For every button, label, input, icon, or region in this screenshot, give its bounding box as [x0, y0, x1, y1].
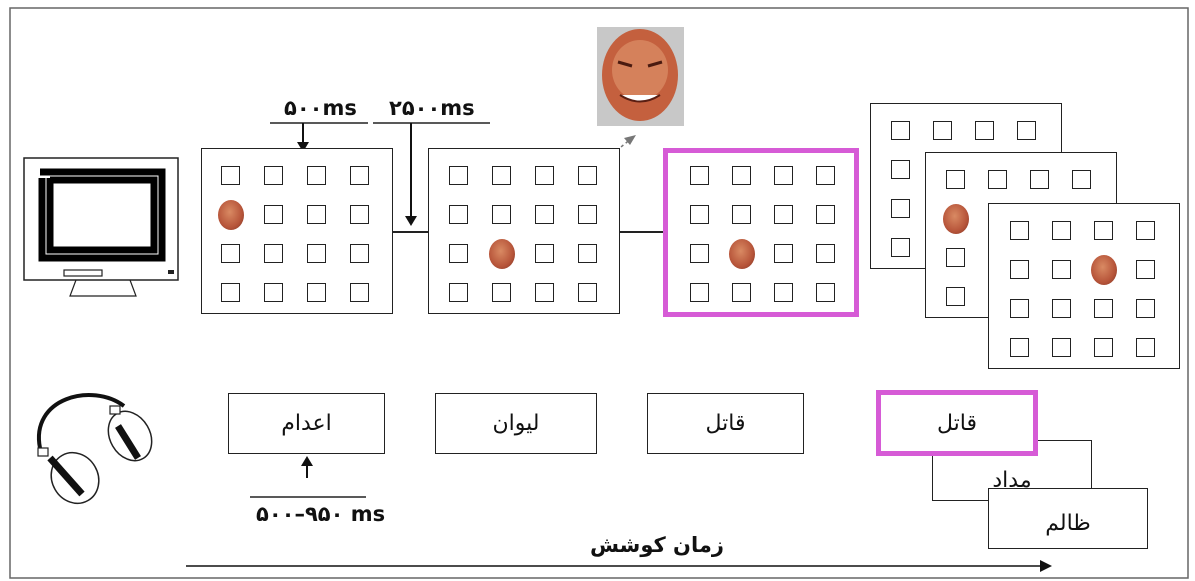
grid-cell: [732, 283, 751, 302]
word-box-2: ليوان: [435, 393, 597, 454]
grid-cell: [307, 166, 326, 185]
grid-cell: [1030, 170, 1049, 189]
grid-cell: [975, 121, 994, 140]
grid-cell: [816, 166, 835, 185]
grid-cell: [891, 121, 910, 140]
grid-cell: [690, 244, 709, 263]
grid-cell: [1052, 221, 1071, 240]
grid-cell: [350, 166, 369, 185]
grid-cell: [1017, 121, 1036, 140]
grid-cell: [1136, 221, 1155, 240]
headphones-icon: [36, 393, 153, 505]
grid-cell: [946, 287, 965, 306]
grid-cell: [307, 283, 326, 302]
grid-cell: [449, 283, 468, 302]
grid-cell: [449, 244, 468, 263]
grid-cell: [535, 283, 554, 302]
grid-cell: [578, 244, 597, 263]
grid-cell: [891, 160, 910, 179]
search-duration-label: ۲۵۰۰ms: [389, 96, 475, 120]
grid-cell: [816, 205, 835, 224]
grid-cell: [307, 244, 326, 263]
grid-cell: [1136, 260, 1155, 279]
word-box-3: قاتل: [647, 393, 804, 454]
face-stimulus: [729, 239, 755, 269]
grid-cell: [307, 205, 326, 224]
grid-cell: [264, 166, 283, 185]
grid-cell: [774, 283, 793, 302]
grid-cell: [816, 244, 835, 263]
time-axis-arrowhead: [1040, 560, 1052, 572]
grid-cell: [1010, 260, 1029, 279]
grid-cell: [578, 283, 597, 302]
face-stimulus: [943, 204, 969, 234]
word-onset-label: ۵۰۰–۹۵۰ ms: [256, 502, 386, 526]
grid-cell: [221, 166, 240, 185]
word-box-target: قاتل: [876, 390, 1038, 456]
grid-cell: [1052, 299, 1071, 318]
face-stimulus: [218, 200, 244, 230]
timing-arrowhead: [297, 142, 309, 152]
grid-cell: [492, 283, 511, 302]
grid-cell: [690, 205, 709, 224]
grid-cell: [449, 205, 468, 224]
grid-cell: [732, 166, 751, 185]
monitor-icon: [23, 157, 179, 297]
grid-cell: [535, 205, 554, 224]
grid-cell: [1010, 221, 1029, 240]
grid-cell: [1010, 338, 1029, 357]
grid-cell: [1052, 260, 1071, 279]
grid-cell: [1052, 338, 1071, 357]
grid-cell: [1010, 299, 1029, 318]
face-stimulus: [1091, 255, 1117, 285]
grid-cell: [1072, 170, 1091, 189]
grid-cell: [221, 244, 240, 263]
grid-cell: [264, 283, 283, 302]
grid-cell: [350, 283, 369, 302]
grid-cell: [1094, 221, 1113, 240]
grid-cell: [988, 170, 1007, 189]
grid-cell: [1094, 338, 1113, 357]
grid-cell: [933, 121, 952, 140]
grid-cell: [350, 244, 369, 263]
grid-cell: [492, 166, 511, 185]
grid-cell: [578, 166, 597, 185]
grid-cell: [449, 166, 468, 185]
figure-frame: [9, 7, 1189, 579]
grid-cell: [891, 199, 910, 218]
face-stimulus: [489, 239, 515, 269]
grid-cell: [1136, 299, 1155, 318]
grid-cell: [578, 205, 597, 224]
grid-cell: [535, 166, 554, 185]
grid-cell: [774, 205, 793, 224]
grid-cell: [1136, 338, 1155, 357]
grid-cell: [221, 283, 240, 302]
grid-cell: [535, 244, 554, 263]
grid-cell: [816, 283, 835, 302]
grid-cell: [492, 205, 511, 224]
grid-cell: [732, 205, 751, 224]
grid-cell: [264, 244, 283, 263]
timing-arrowhead: [301, 456, 313, 466]
word-box-stack-3: ظالم: [988, 488, 1148, 549]
enlarged-face-image: [597, 27, 684, 126]
time-axis-label: زمان کوشش: [590, 533, 724, 557]
grid-cell: [946, 248, 965, 267]
grid-cell: [774, 244, 793, 263]
timing-arrowhead: [405, 216, 417, 226]
grid-cell: [690, 283, 709, 302]
grid-cell: [1094, 299, 1113, 318]
grid-cell: [264, 205, 283, 224]
grid-cell: [774, 166, 793, 185]
grid-cell: [946, 170, 965, 189]
zoom-arrowhead: [624, 135, 636, 145]
grid-cell: [350, 205, 369, 224]
fixation-duration-label: ۵۰۰ms: [284, 96, 357, 120]
word-box-1: اعدام: [228, 393, 385, 454]
grid-cell: [891, 238, 910, 257]
grid-cell: [690, 166, 709, 185]
